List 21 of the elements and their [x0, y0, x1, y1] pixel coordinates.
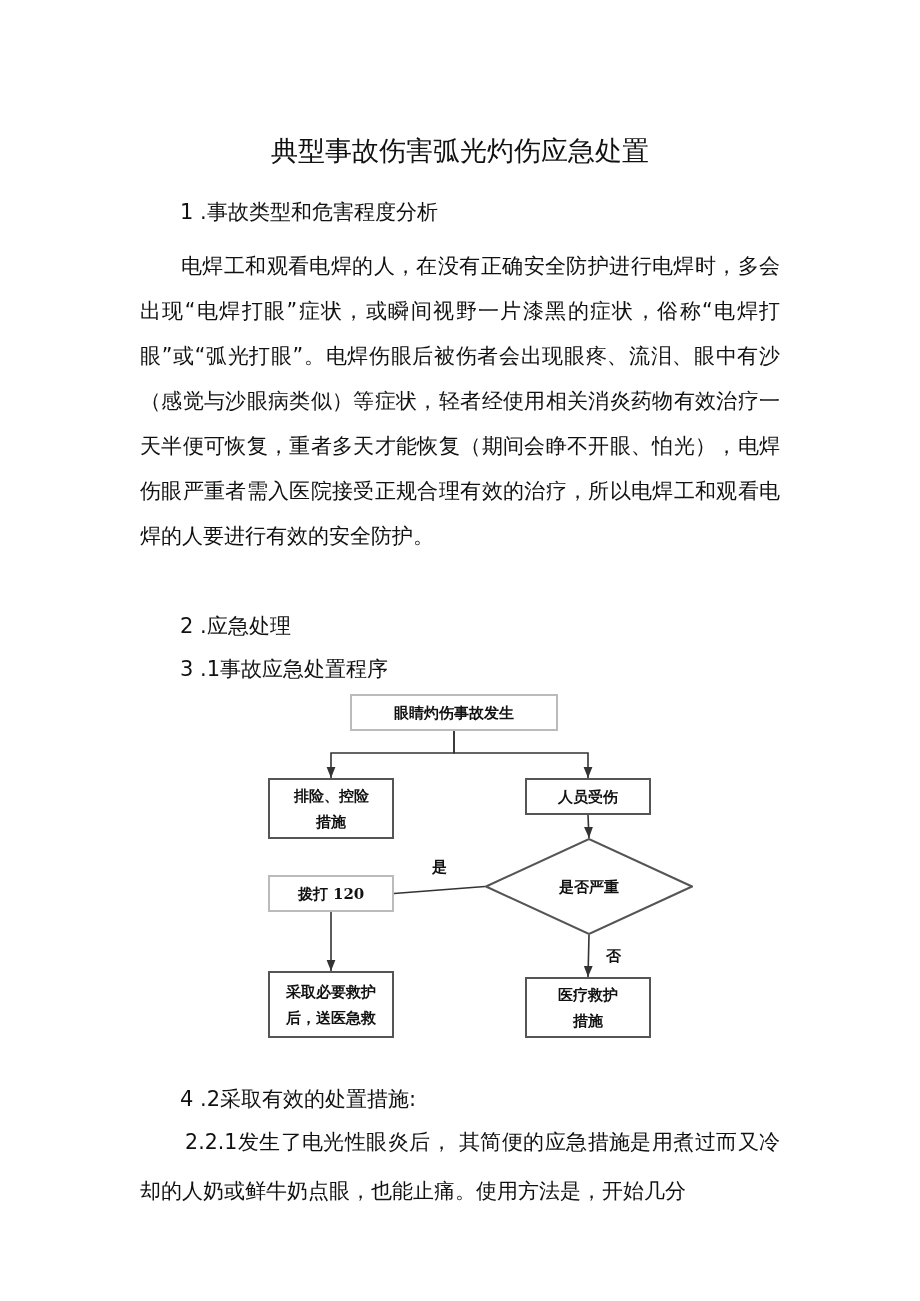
- process-box: 眼睛灼伤事故发生: [350, 694, 558, 731]
- section-heading: 1 .事故类型和危害程度分析: [180, 199, 438, 226]
- process-box: 采取必要救护后，送医急救: [268, 971, 394, 1038]
- paragraph: 电焊工和观看电焊的人，在没有正确安全防护进行电焊时，多会出现“电焊打眼”症状，或瞬间视野一片漆黑的症状，俗称“电焊打眼”或“弧光打眼”。电焊伤眼后被伤者会出现眼疼、流泪、眼中有沙（感觉与沙眼病类似）等症状，轻者经使用相关消炎药物有效治疗一天半便可恢复，重者多天才能恢复（期间会睁不开眼、怕光），电焊伤眼严重者需入医院接受正规合理有效的治疗，所以电焊工和观看电焊的人要进行有效的安全防护。: [140, 253, 780, 550]
- process-box: 人员受伤: [525, 778, 651, 815]
- arrow: [326, 911, 336, 972]
- arrow: [583, 934, 593, 978]
- process-box: 排险、控险措施: [268, 778, 394, 839]
- edge-label: 否: [606, 947, 621, 966]
- subsection-heading: 4 .2采取有效的处置措施:: [180, 1086, 417, 1113]
- page-title: 典型事故伤害弧光灼伤应急处置: [270, 134, 650, 168]
- arrow: [453, 730, 593, 779]
- decision-diamond: 是否严重: [485, 838, 693, 935]
- connector-line: [393, 885, 486, 895]
- arrow: [584, 814, 593, 839]
- section-heading: 2 .应急处理: [180, 613, 291, 640]
- edge-label: 是: [432, 858, 447, 877]
- process-box: 医疗救护措施: [525, 977, 651, 1038]
- subsection-heading: 3 .1事故应急处置程序: [180, 656, 389, 683]
- paragraph: 2.2.1发生了电光性眼炎后， 其简便的应急措施是用煮过而又冷却的人奶或鲜牛奶点眼，也能止痛。使用方法是，开始几分: [140, 1129, 780, 1205]
- process-box: 拨打 120: [268, 875, 394, 912]
